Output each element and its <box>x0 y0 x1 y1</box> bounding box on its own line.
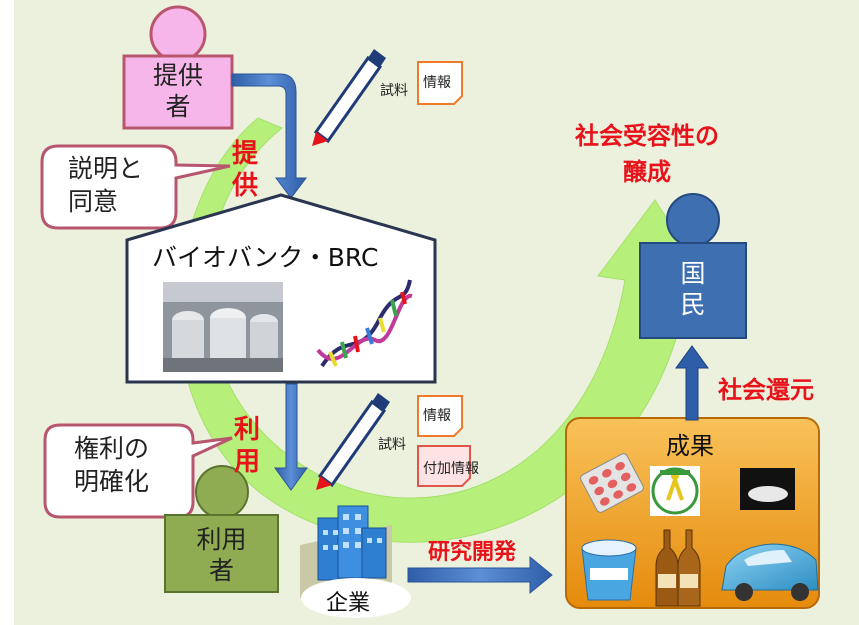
use-flow-arrow <box>274 383 308 491</box>
user-person-shape <box>164 465 279 593</box>
added-info-label: 付加情報 <box>423 461 479 477</box>
health-food-mark-icon <box>650 466 700 516</box>
provider-label: 提供 者 <box>152 61 203 121</box>
acceptance-label: 社会受容性の 醸成 <box>575 122 719 186</box>
provider-person-shape <box>122 5 234 130</box>
provide-flow-arrow <box>231 73 307 199</box>
beer-bottles-icon <box>655 529 701 607</box>
info-label-top: 情報 <box>423 75 451 91</box>
info-doc-bottom-icon <box>417 395 463 437</box>
powder-photo-icon <box>740 468 795 510</box>
pill-pack-icon <box>580 453 644 513</box>
company-label-oval <box>301 578 411 618</box>
rights-bubble-label: 権利の 明確化 <box>74 434 150 496</box>
results-title: 成果 <box>666 432 714 460</box>
yogurt-icon <box>581 539 637 601</box>
user-label: 利用 者 <box>196 525 247 585</box>
social-return-label: 社会還元 <box>718 376 814 404</box>
sample-label-bottom: 試料 <box>378 437 406 453</box>
car-icon <box>721 543 819 601</box>
dna-helix-image <box>316 279 413 368</box>
freezer-photo <box>163 282 283 372</box>
citizen-person-shape <box>639 193 747 339</box>
provide-label: 提 供 <box>232 139 259 201</box>
info-label-bottom: 情報 <box>423 408 451 424</box>
sample-pen-top-icon <box>312 49 386 146</box>
use-label: 利 用 <box>234 415 261 477</box>
biobank-title: バイオバンク・BRC <box>152 243 379 272</box>
rnd-arrow <box>407 555 553 595</box>
consent-bubble-shape <box>40 144 231 230</box>
citizen-label: 国 民 <box>680 259 706 319</box>
sample-pen-bottom-icon <box>316 393 390 490</box>
sample-label-top: 試料 <box>380 83 408 99</box>
consent-bubble-label: 説明と 同意 <box>68 154 144 216</box>
rnd-label: 研究開発 <box>428 540 517 565</box>
company-label: 企業 <box>326 591 371 616</box>
info-doc-top-icon <box>417 61 463 105</box>
social-return-arrow <box>675 345 709 421</box>
added-info-doc-icon <box>417 445 471 487</box>
